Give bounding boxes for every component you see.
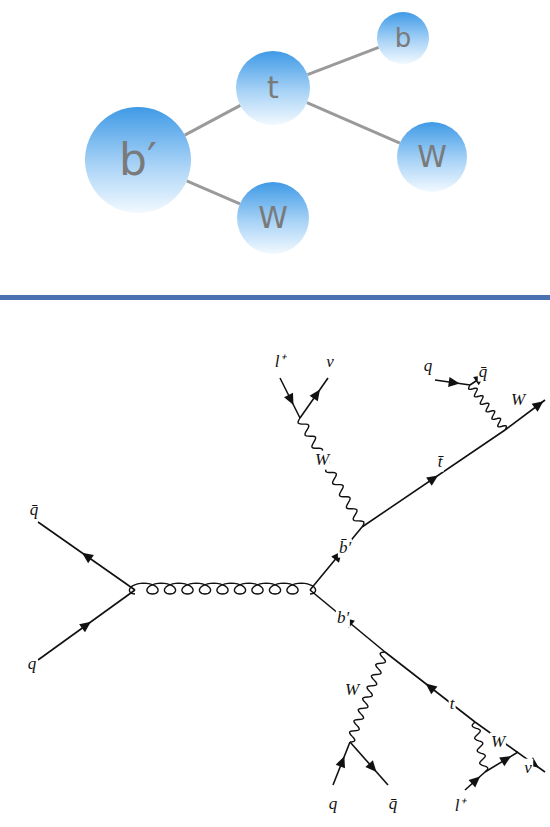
particle-circle: W xyxy=(237,182,309,254)
particle-label: W xyxy=(314,451,330,470)
decay-line xyxy=(307,103,400,143)
decay-line xyxy=(185,105,241,135)
fermion-line xyxy=(280,378,300,418)
decay-line-stroke xyxy=(185,105,241,135)
decay-line xyxy=(187,181,240,204)
particle-label: q xyxy=(328,795,339,814)
particle-label: q xyxy=(27,655,38,674)
particle-circle: b xyxy=(377,12,429,64)
particle-label: q xyxy=(423,357,434,376)
particle-name: t xyxy=(267,73,279,103)
circle-fill xyxy=(236,51,310,125)
fermion-line xyxy=(475,722,545,772)
particle-label: l⁺ xyxy=(274,353,287,372)
fermion-line xyxy=(362,430,505,527)
decay-line-stroke xyxy=(187,181,240,204)
particle-name: b xyxy=(395,25,412,51)
fermion-arrow xyxy=(82,553,94,563)
fermion-arrow xyxy=(469,776,481,787)
fermion-arrow xyxy=(336,756,345,768)
fermion-line xyxy=(300,378,328,418)
particle-label: t̄ xyxy=(437,453,444,472)
fermion-line xyxy=(310,590,385,652)
fermion-arrow xyxy=(532,401,544,412)
fermion-arrow xyxy=(310,389,320,401)
fermion-arrow xyxy=(426,475,438,485)
particle-label: q̄ xyxy=(29,501,40,520)
separator-band xyxy=(0,295,550,300)
particle-label: q̄ xyxy=(478,363,489,382)
fermion-line xyxy=(485,752,518,772)
particle-name: b′ xyxy=(119,138,157,182)
circle-fill xyxy=(397,122,467,192)
fermion-arrow xyxy=(499,756,511,766)
particle-label: b′ xyxy=(336,609,350,628)
particle-circle: W xyxy=(397,122,467,192)
gluon-line xyxy=(129,583,315,594)
particle-label: t xyxy=(449,695,456,714)
fermion-line xyxy=(38,522,135,590)
particle-label: W xyxy=(490,733,506,752)
particle-circle: b′ xyxy=(85,107,191,213)
particle-name: W xyxy=(417,142,447,172)
particle-label: ν xyxy=(523,759,533,778)
fermion-arrow xyxy=(426,684,438,695)
fermion-line xyxy=(333,742,350,785)
fermion-line xyxy=(310,527,362,590)
particle-label: q̄ xyxy=(388,795,399,814)
particle-label: W xyxy=(344,681,360,700)
particle-label: b̄′ xyxy=(338,539,352,558)
particle-label: W xyxy=(510,391,526,410)
fermion-arrow xyxy=(448,377,460,387)
fermion-line xyxy=(38,590,135,660)
circle-fill xyxy=(237,182,309,254)
fermion-arrow xyxy=(79,622,91,632)
particle-label: ν xyxy=(325,353,335,372)
w-boson-line xyxy=(298,418,364,527)
decay-line-stroke xyxy=(307,103,400,143)
particle-circle: t xyxy=(236,51,310,125)
w-boson-line xyxy=(472,722,488,772)
fermion-arrow xyxy=(284,393,293,405)
circle-fill xyxy=(377,12,429,64)
particle-label: l⁺ xyxy=(454,797,467,816)
fermion-line xyxy=(465,772,485,790)
w-boson-line xyxy=(469,385,507,430)
particle-name: W xyxy=(258,203,288,233)
fermion-line xyxy=(385,652,475,722)
fermion-arrow xyxy=(365,760,376,772)
decay-line-stroke xyxy=(308,47,379,74)
decay-line xyxy=(308,47,379,74)
circle-fill xyxy=(85,107,191,213)
fermion-line xyxy=(350,742,388,785)
